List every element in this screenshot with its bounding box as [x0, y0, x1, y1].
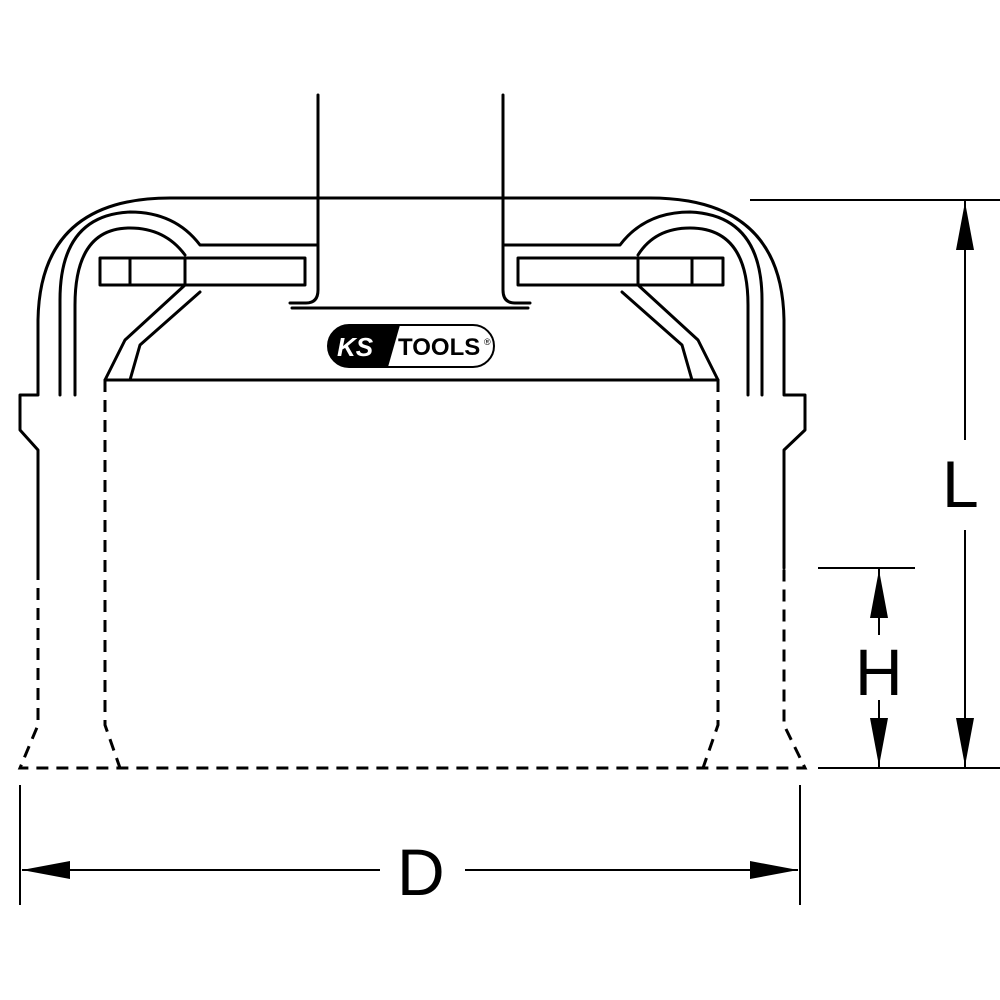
length-label: L — [942, 447, 979, 521]
right-jaw — [516, 256, 725, 382]
height-label: H — [855, 635, 903, 709]
logo-registered-mark: ® — [484, 337, 491, 347]
dimension-length: L — [750, 199, 1000, 769]
diameter-label: D — [397, 835, 445, 909]
left-jaw — [98, 256, 307, 382]
drive-shaft — [288, 93, 532, 310]
logo-ks-text: KS — [337, 332, 374, 362]
logo-tools-text: TOOLS — [398, 334, 480, 361]
hidden-outline — [17, 380, 808, 770]
outer-body — [18, 196, 807, 570]
ks-tools-logo: KS TOOLS ® — [327, 324, 495, 368]
dimension-diameter: D — [19, 785, 801, 909]
dimension-height: H — [818, 567, 915, 768]
